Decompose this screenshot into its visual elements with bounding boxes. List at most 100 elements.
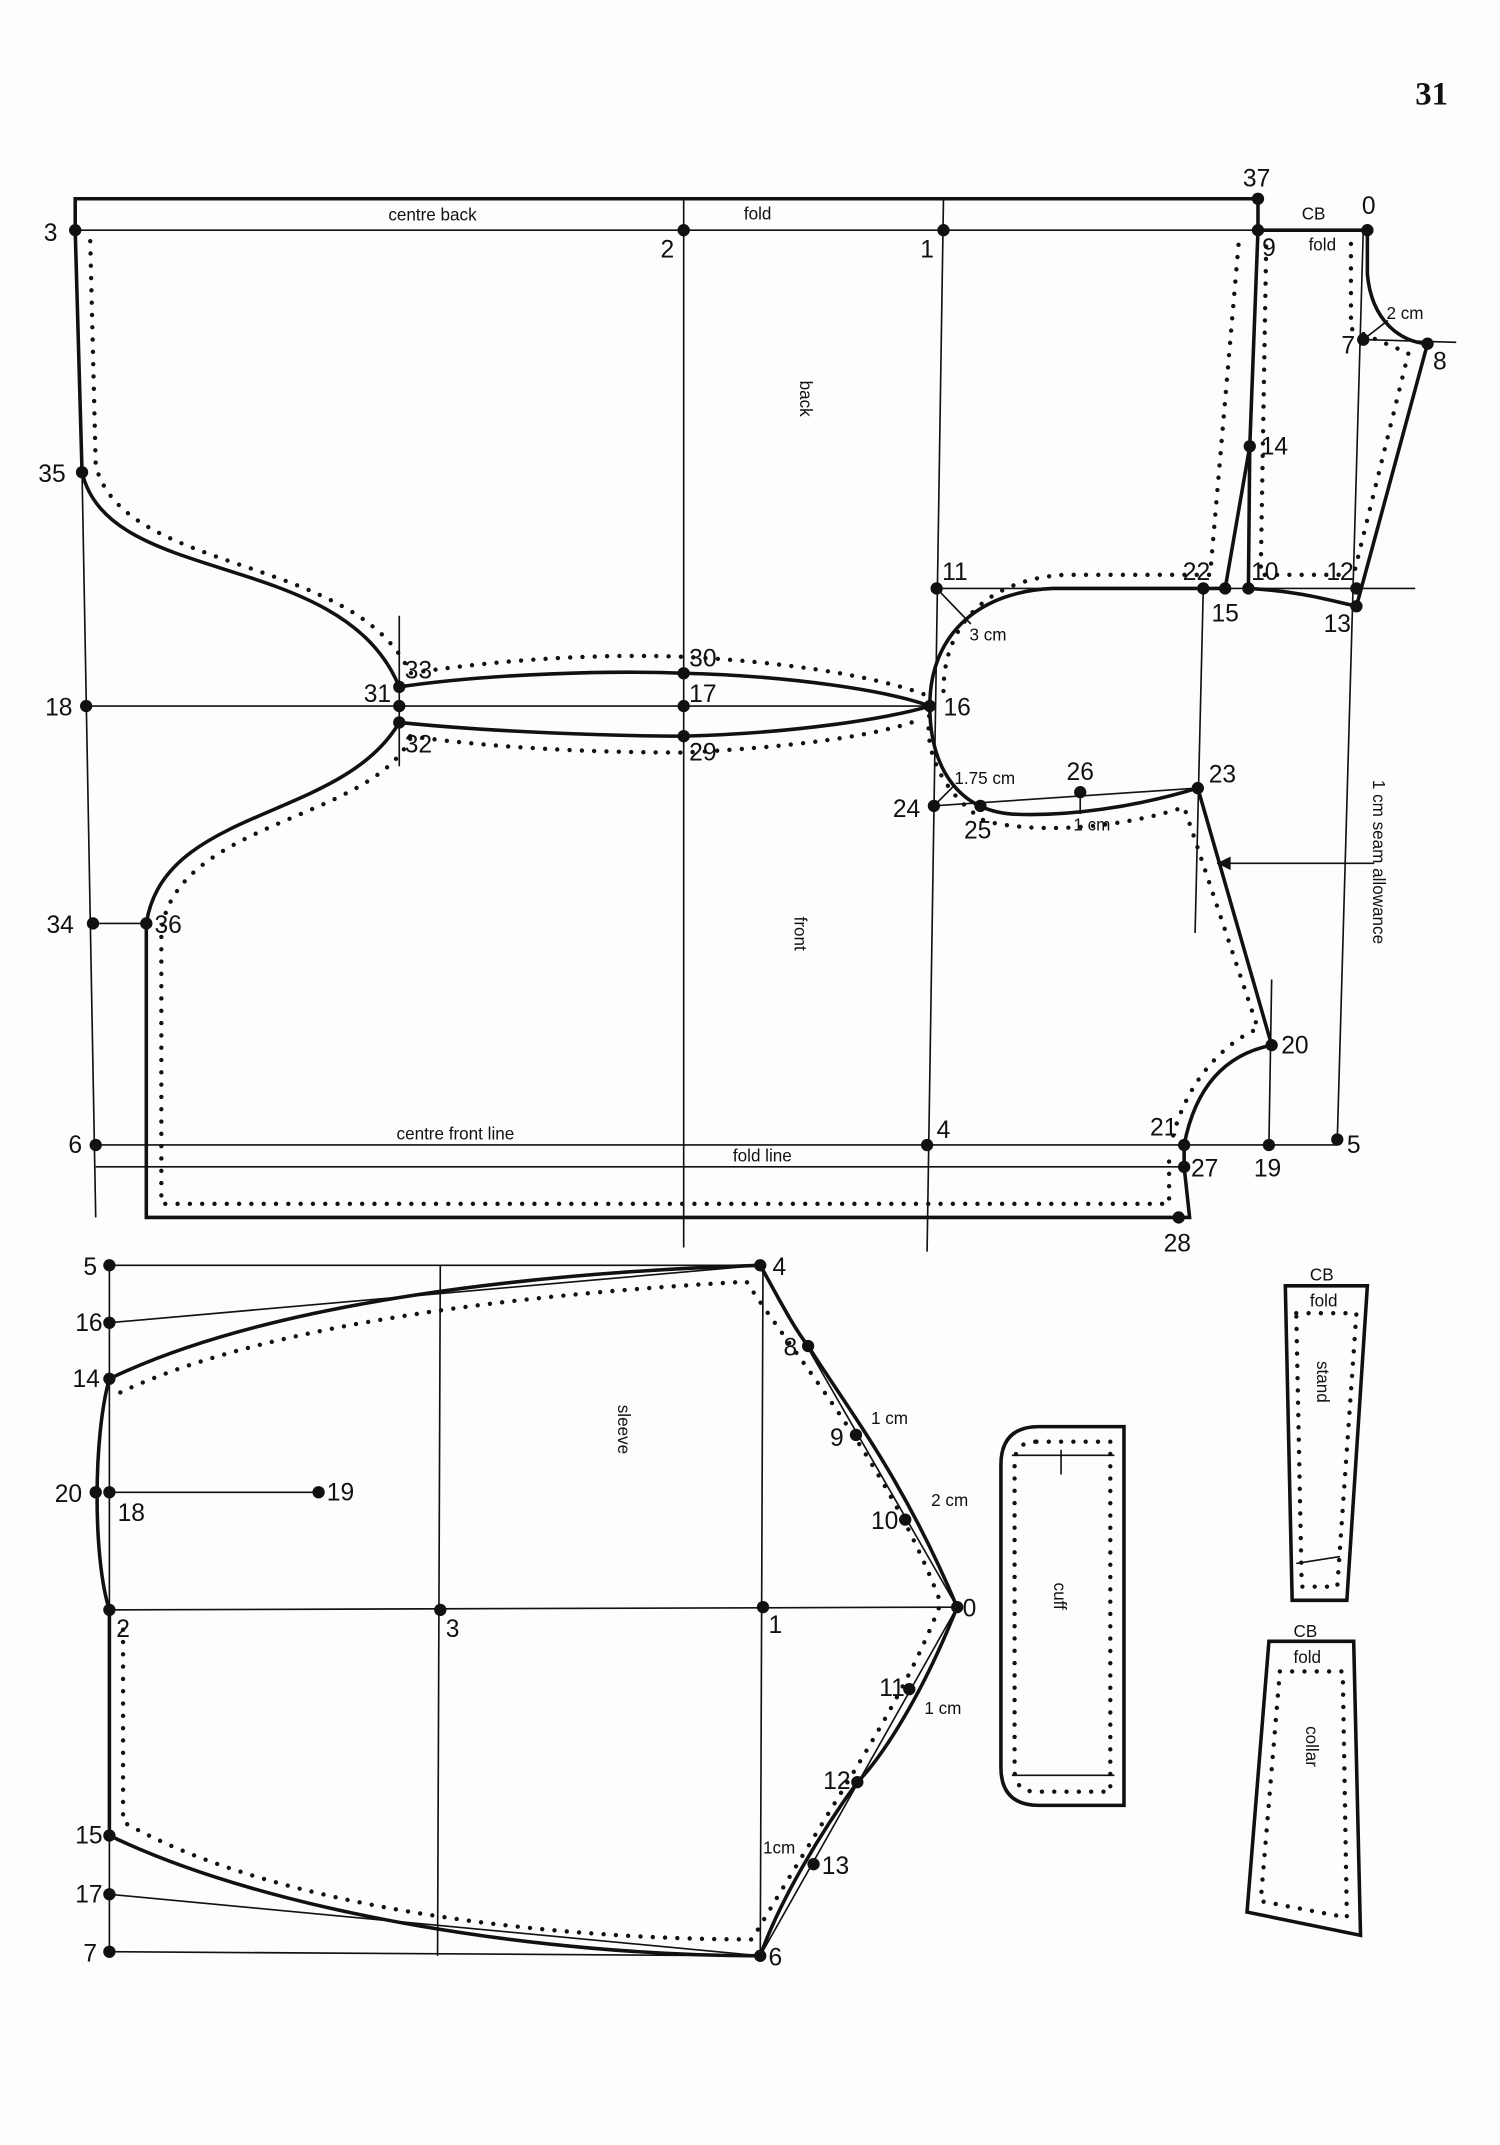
point-label: 5 xyxy=(83,1254,97,1281)
point-label: 23 xyxy=(1209,762,1236,789)
point-label: 11 xyxy=(879,1675,905,1702)
point-label: 18 xyxy=(118,1500,145,1527)
point-label: 19 xyxy=(1254,1155,1281,1182)
point-label: 17 xyxy=(689,681,716,708)
centre-back-label: centre back xyxy=(388,206,477,225)
point-label: 7 xyxy=(83,1940,97,1967)
point-label: 4 xyxy=(773,1254,787,1281)
point-label: 30 xyxy=(689,645,716,672)
sleeve-outline xyxy=(95,1263,960,1958)
sleeve-point-labels: 0 1 2 3 4 5 6 7 8 9 10 11 12 13 14 15 16… xyxy=(55,1254,977,1972)
point-label: 37 xyxy=(1243,165,1270,192)
point-label: 20 xyxy=(55,1481,82,1508)
point-label: 20 xyxy=(1281,1032,1308,1059)
point-label: 15 xyxy=(75,1823,102,1850)
bodice-outline xyxy=(73,196,1430,1220)
point-label: 8 xyxy=(784,1335,798,1362)
point-label: 4 xyxy=(937,1117,951,1144)
fold-line-label: fold line xyxy=(733,1146,792,1165)
point-label: 21 xyxy=(1150,1114,1177,1141)
bodice-annotations: centre back fold back front CB fold 2 cm… xyxy=(388,204,1423,1165)
point-label: 8 xyxy=(1433,349,1447,376)
point-label: 14 xyxy=(1261,433,1288,460)
arrow-head-icon xyxy=(1216,856,1231,871)
offset-label: 1cm xyxy=(763,1838,795,1857)
point-label: 2 xyxy=(660,237,674,264)
curve-1cm-label: 1 cm xyxy=(1073,815,1110,834)
front-label: front xyxy=(790,917,809,951)
cuff-label: cuff xyxy=(1050,1583,1069,1610)
bodice-seam-allowance xyxy=(88,238,1411,1206)
neck-2cm-label: 2 cm xyxy=(1387,304,1424,323)
stand-fold-label: fold xyxy=(1310,1291,1338,1310)
point-label: 14 xyxy=(72,1366,99,1393)
point-label: 0 xyxy=(963,1596,977,1623)
point-label: 13 xyxy=(1324,611,1351,638)
point-label: 3 xyxy=(44,220,58,247)
point-label: 29 xyxy=(689,740,716,767)
offset-label: 1 cm xyxy=(871,1409,908,1428)
point-label: 13 xyxy=(822,1853,849,1880)
sleeve-draft: 0 1 2 3 4 5 6 7 8 9 10 11 12 13 14 15 16… xyxy=(55,1254,977,1972)
collar-cb-label: CB xyxy=(1294,1622,1318,1641)
point-label: 6 xyxy=(768,1944,782,1971)
point-label: 22 xyxy=(1183,559,1210,586)
collar-label: collar xyxy=(1302,1726,1321,1767)
stand-label: stand xyxy=(1313,1361,1332,1403)
point-label: 1 xyxy=(768,1612,782,1639)
point-label: 9 xyxy=(1262,235,1276,262)
stand-cb-label: CB xyxy=(1310,1265,1334,1284)
point-label: 2 xyxy=(116,1616,130,1643)
sleeve-points xyxy=(89,1259,964,1962)
cb-label: CB xyxy=(1302,204,1326,223)
fold-label: fold xyxy=(744,204,772,223)
point-label: 3 xyxy=(446,1616,460,1643)
point-label: 16 xyxy=(75,1310,102,1337)
back-label: back xyxy=(796,381,815,418)
point-label: 15 xyxy=(1211,600,1238,627)
point-label: 34 xyxy=(46,912,73,939)
offset-label: 1 cm xyxy=(924,1699,961,1718)
point-label: 28 xyxy=(1164,1231,1191,1258)
armhole-3cm-label: 3 cm xyxy=(969,625,1006,644)
collar-fold-label: fold xyxy=(1294,1648,1322,1667)
point-label: 27 xyxy=(1191,1155,1218,1182)
point-label: 1 xyxy=(920,237,934,264)
sleeve-label: sleeve xyxy=(614,1405,633,1454)
point-label: 24 xyxy=(893,796,920,823)
page-number: 31 xyxy=(1415,76,1448,112)
point-label: 9 xyxy=(830,1425,844,1452)
point-label: 32 xyxy=(405,732,432,759)
collar-piece: CB fold collar xyxy=(1245,1622,1363,1938)
centre-front-line-label: centre front line xyxy=(397,1125,515,1144)
offset-label: 2 cm xyxy=(931,1491,968,1510)
point-label: 19 xyxy=(327,1479,354,1506)
point-label: 18 xyxy=(45,695,72,722)
armhole-1-75cm-label: 1.75 cm xyxy=(954,769,1015,788)
point-label: 0 xyxy=(1362,193,1376,220)
stand-piece: CB fold stand xyxy=(1283,1265,1370,1603)
point-label: 6 xyxy=(68,1132,82,1159)
bodice-construction-lines xyxy=(75,198,1457,1252)
point-label: 11 xyxy=(942,559,968,586)
point-label: 7 xyxy=(1341,332,1355,359)
bodice-point-labels: 0 1 2 3 4 5 6 7 8 9 10 11 12 13 14 15 16… xyxy=(38,165,1446,1257)
sleeve-seam-allowance xyxy=(118,1279,944,1942)
point-label: 33 xyxy=(405,658,432,685)
cuff-piece: cuff xyxy=(999,1424,1126,1808)
point-label: 16 xyxy=(943,695,970,722)
point-label: 25 xyxy=(964,818,991,845)
sleeve-annotations: sleeve 1 cm 2 cm 1 cm 1cm xyxy=(614,1405,968,1857)
cb-fold-label: fold xyxy=(1309,236,1337,255)
point-label: 31 xyxy=(364,681,391,708)
point-label: 36 xyxy=(155,912,182,939)
point-label: 10 xyxy=(871,1508,898,1535)
point-label: 5 xyxy=(1347,1132,1361,1159)
seam-allowance-label: 1 cm seam allowance xyxy=(1369,780,1388,944)
point-label: 10 xyxy=(1251,559,1278,586)
point-label: 35 xyxy=(38,461,65,488)
bodice-points xyxy=(69,192,1434,1224)
point-label: 12 xyxy=(823,1768,850,1795)
bodice-draft: 0 1 2 3 4 5 6 7 8 9 10 11 12 13 14 15 16… xyxy=(38,165,1457,1258)
